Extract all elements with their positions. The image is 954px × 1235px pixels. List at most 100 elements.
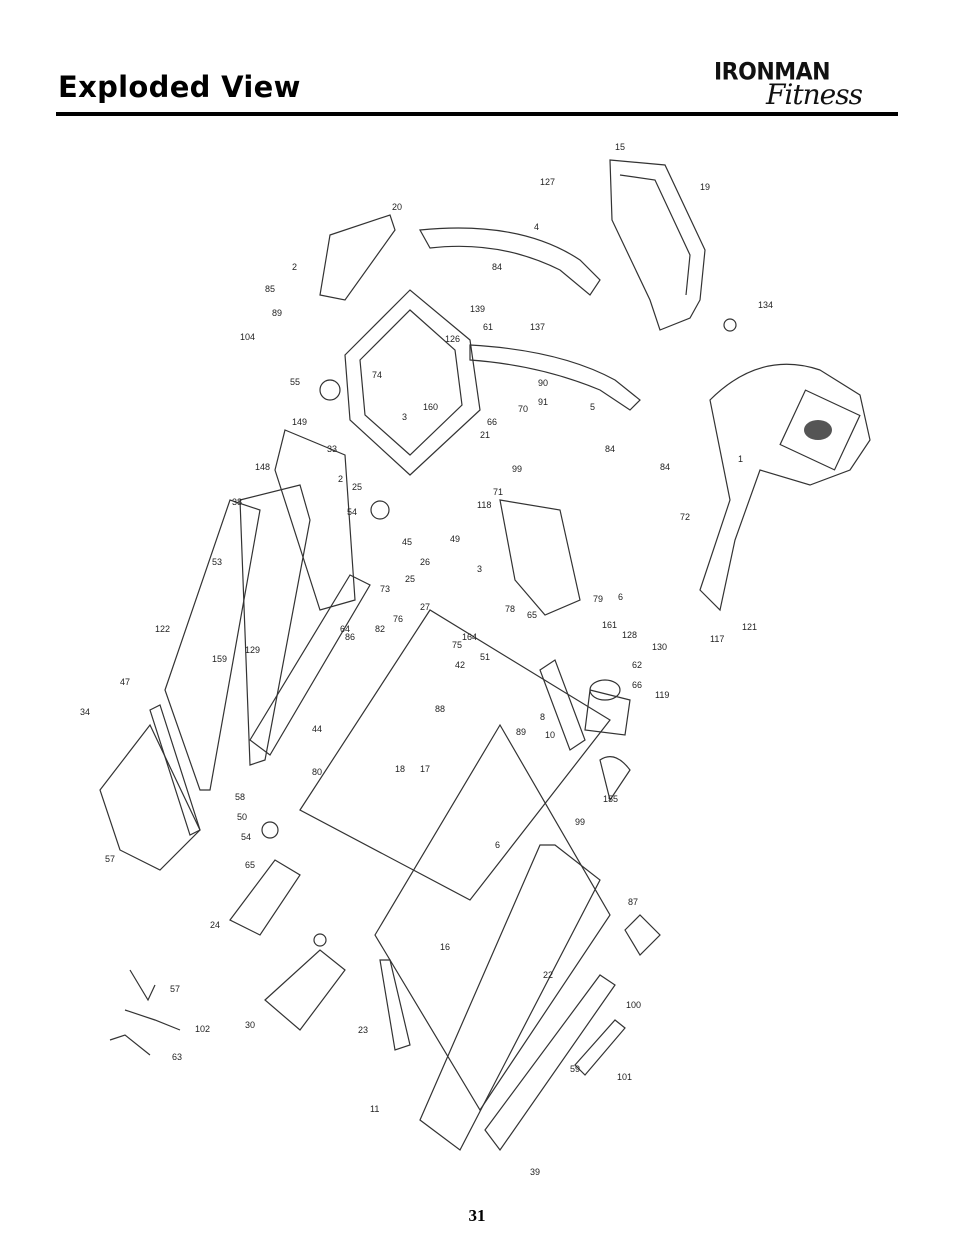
- callout-label: 27: [420, 602, 430, 612]
- callout-label: 164: [462, 632, 477, 642]
- callout-label: 119: [655, 690, 669, 700]
- callout-label: 91: [538, 397, 548, 407]
- callout-label: 3: [477, 564, 482, 574]
- callout-label: 49: [450, 534, 460, 544]
- callout-label: 58: [235, 792, 245, 802]
- callout-label: 122: [155, 624, 170, 634]
- callout-label: 24: [210, 920, 220, 930]
- callout-label: 104: [240, 332, 255, 342]
- callout-label: 129: [245, 645, 260, 655]
- callout-label: 33: [327, 444, 337, 454]
- callout-label: 159: [212, 654, 227, 664]
- callout-label: 74: [372, 370, 382, 380]
- callout-label: 73: [380, 584, 390, 594]
- callout-label: 11: [370, 1104, 379, 1114]
- callout-label: 57: [105, 854, 115, 864]
- page-title: Exploded View: [58, 70, 301, 104]
- callout-label: 26: [420, 557, 430, 567]
- ironman-fitness-logo: IRONMAN Fitness: [710, 52, 900, 111]
- callout-label: 65: [245, 860, 255, 870]
- callout-label: 148: [255, 462, 270, 472]
- callout-labels: 127 15 19 20 4 2 85 84 139 137 89 104 12…: [80, 142, 773, 1177]
- callout-label: 90: [538, 378, 548, 388]
- callout-label: 45: [402, 537, 412, 547]
- callout-label: 62: [632, 660, 642, 670]
- callout-label: 25: [405, 574, 415, 584]
- callout-label: 134: [758, 300, 773, 310]
- callout-label: 54: [347, 507, 357, 517]
- header-rule: [56, 112, 898, 116]
- callout-label: 6: [618, 592, 623, 602]
- callout-label: 80: [312, 767, 322, 777]
- callout-label: 71: [493, 487, 503, 497]
- page-number: 31: [468, 1206, 486, 1225]
- callout-label: 87: [628, 897, 638, 907]
- callout-label: 117: [710, 634, 724, 644]
- callout-label: 10: [545, 730, 555, 740]
- callout-label: 42: [455, 660, 465, 670]
- callout-label: 53: [212, 557, 222, 567]
- callout-label: 126: [445, 334, 460, 344]
- callout-label: 30: [245, 1020, 255, 1030]
- callout-label: 161: [602, 620, 617, 630]
- callout-label: 88: [435, 704, 445, 714]
- callout-label: 57: [170, 984, 180, 994]
- callout-label: 78: [505, 604, 515, 614]
- callout-label: 2: [338, 474, 343, 484]
- callout-label: 86: [345, 632, 355, 642]
- callout-label: 84: [492, 262, 502, 272]
- callout-label: 139: [470, 304, 485, 314]
- callout-label: 149: [292, 417, 307, 427]
- callout-label: 22: [543, 970, 553, 980]
- callout-label: 121: [742, 622, 757, 632]
- callout-label: 89: [516, 727, 526, 737]
- callout-label: 70: [518, 404, 528, 414]
- callout-label: 102: [195, 1024, 210, 1034]
- callout-label: 130: [652, 642, 667, 652]
- callout-label: 99: [512, 464, 522, 474]
- callout-label: 59: [570, 1064, 580, 1074]
- callout-label: 137: [530, 322, 545, 332]
- logo-brand: IRONMAN: [714, 58, 831, 87]
- callout-label: 39: [530, 1167, 540, 1177]
- callout-label: 85: [265, 284, 275, 294]
- callout-label: 63: [172, 1052, 182, 1062]
- callout-label: 16: [440, 942, 450, 952]
- callout-label: 5: [590, 402, 595, 412]
- callout-label: 65: [527, 610, 537, 620]
- callout-label: 61: [483, 322, 493, 332]
- callout-label: 101: [617, 1072, 632, 1082]
- diagram-parts: [99, 159, 871, 1152]
- callout-label: 55: [290, 377, 300, 387]
- callout-label: 128: [622, 630, 637, 640]
- callout-label: 1: [738, 454, 743, 464]
- callout-label: 54: [241, 832, 251, 842]
- callout-label: 19: [700, 182, 710, 192]
- callout-label: 79: [593, 594, 603, 604]
- callout-label: 6: [495, 840, 500, 850]
- callout-label: 25: [352, 482, 362, 492]
- callout-label: 75: [452, 640, 462, 650]
- callout-label: 51: [480, 652, 490, 662]
- callout-label: 17: [420, 764, 430, 774]
- callout-label: 118: [477, 500, 491, 510]
- callout-label: 3: [402, 412, 407, 422]
- callout-label: 155: [603, 794, 618, 804]
- callout-label: 47: [120, 677, 130, 687]
- logo-script: Fitness: [766, 78, 863, 111]
- callout-label: 64: [340, 624, 350, 634]
- callout-label: 160: [423, 402, 438, 412]
- callout-label: 72: [680, 512, 690, 522]
- callout-label: 76: [393, 614, 403, 624]
- callout-label: 99: [575, 817, 585, 827]
- callout-label: 66: [487, 417, 497, 427]
- callout-label: 84: [660, 462, 670, 472]
- callout-label: 50: [237, 812, 247, 822]
- callout-label: 2: [292, 262, 297, 272]
- callout-label: 34: [80, 707, 90, 717]
- callout-label: 89: [272, 308, 282, 318]
- callout-label: 23: [358, 1025, 368, 1035]
- callout-label: 100: [626, 1000, 641, 1010]
- callout-label: 15: [615, 142, 625, 152]
